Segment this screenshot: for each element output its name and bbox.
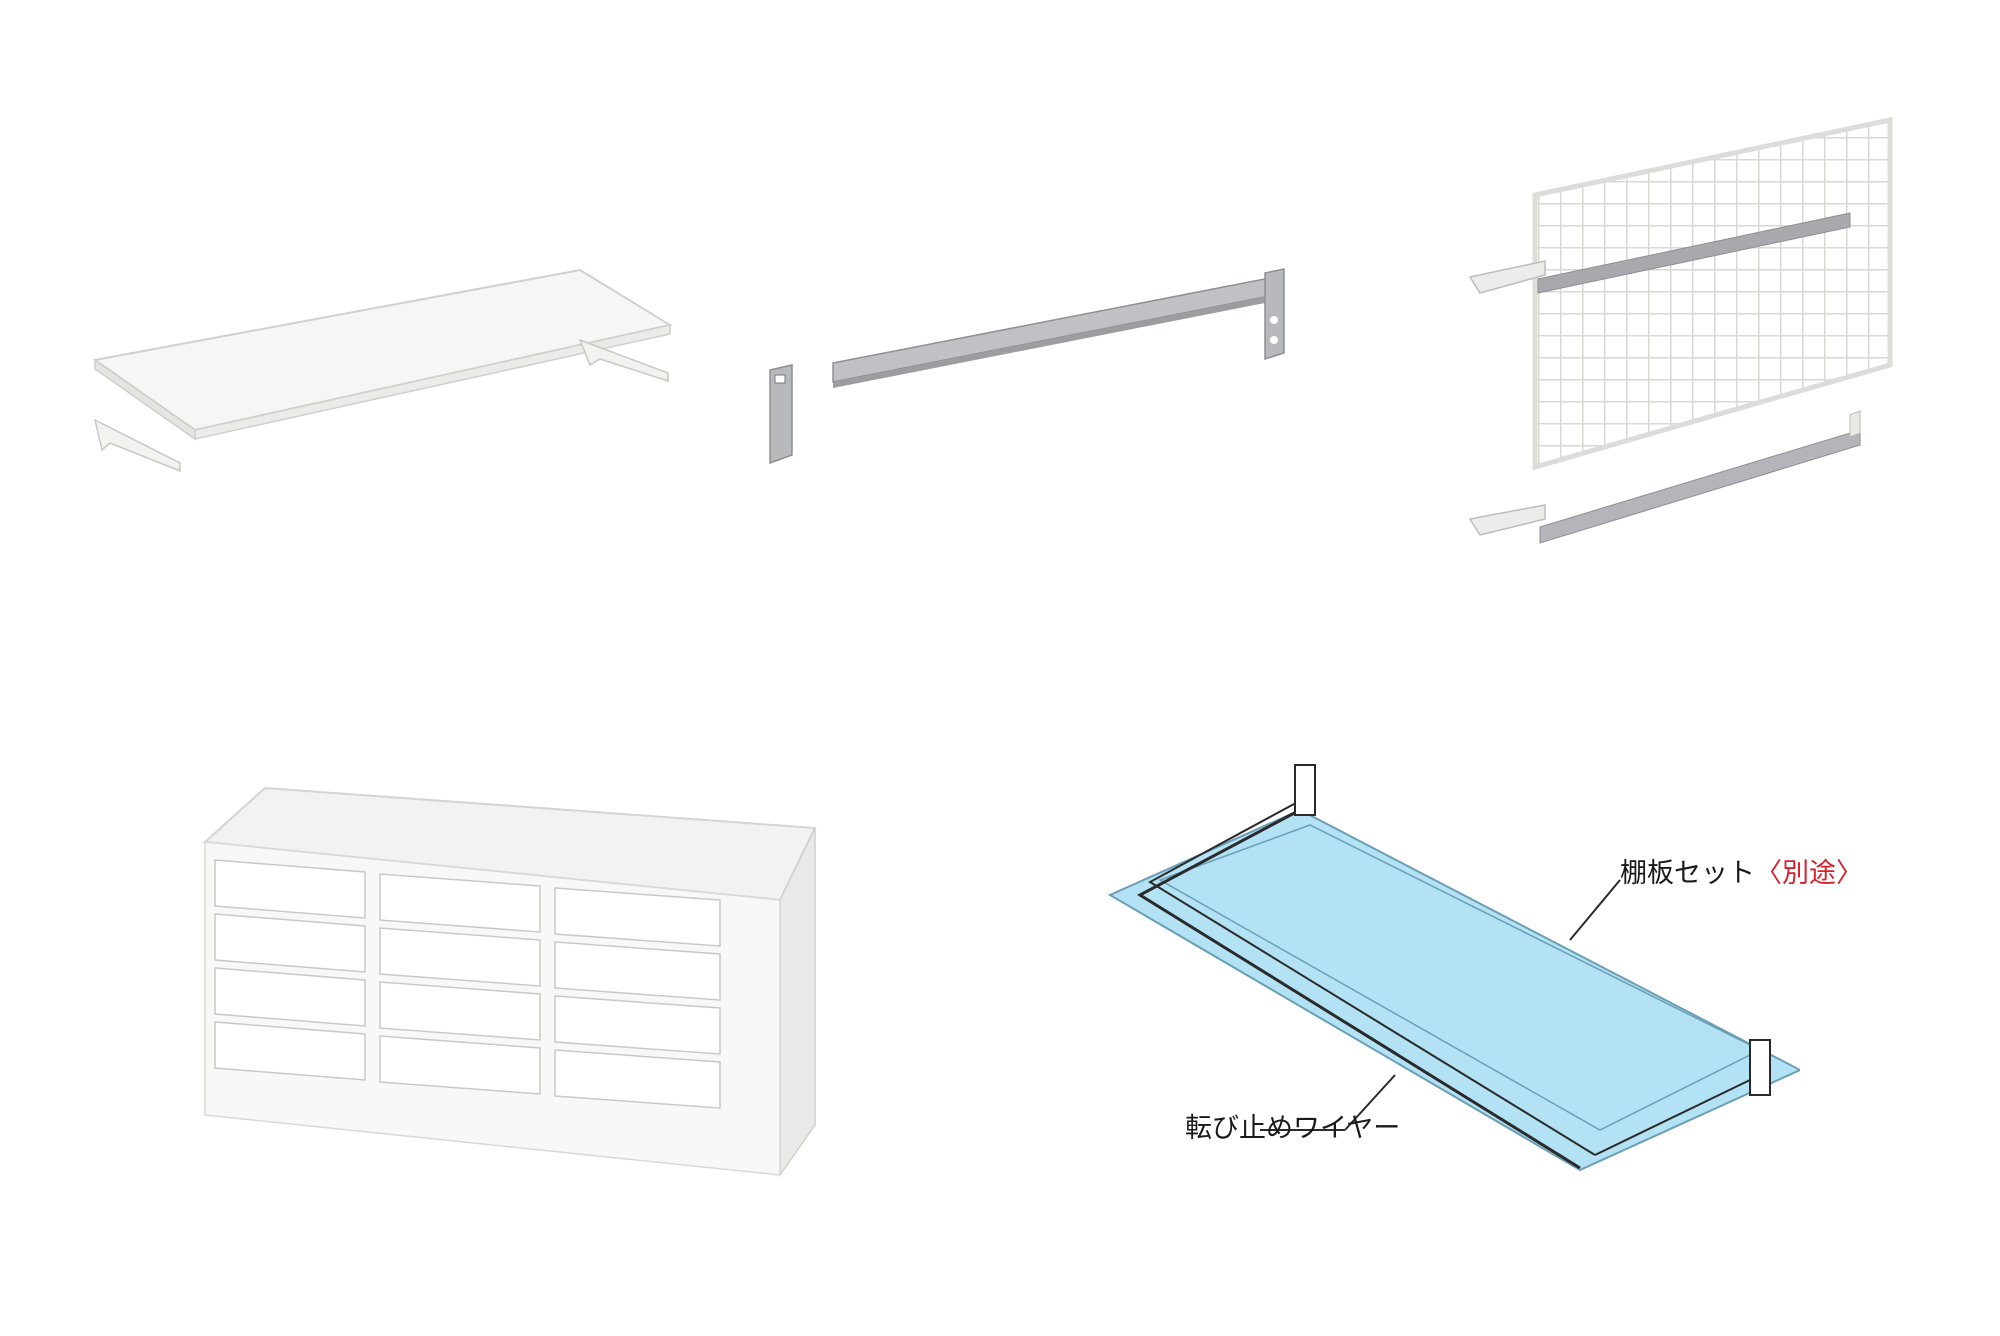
hanger-bar-illustration — [760, 265, 1300, 475]
mesh-panel-illustration — [1468, 116, 1893, 544]
shelf-set-note: 〈別途〉 — [1755, 858, 1863, 889]
wire-shelf-diagram-svg — [1107, 764, 1800, 1172]
flat-shelf-illustration — [80, 255, 680, 495]
drawer-cabinet-illustration — [195, 780, 835, 1200]
drawer-cabinet-illustration-svg — [202, 786, 817, 1178]
shelf-board-illustration — [92, 268, 673, 473]
wire-shelf-diagram — [1100, 750, 1800, 1210]
shelf-set-text: 棚板セット — [1620, 858, 1755, 889]
shelf-set-label: 棚板セット〈別途〉 — [1620, 860, 1863, 887]
anti-fall-wire-text: 転び止めワイヤー — [1185, 1113, 1401, 1144]
hanger-bar-illustration-svg — [769, 268, 1285, 465]
wire-mesh-panel-illustration — [1450, 115, 1920, 565]
anti-fall-wire-label: 転び止めワイヤー — [1185, 1115, 1400, 1142]
